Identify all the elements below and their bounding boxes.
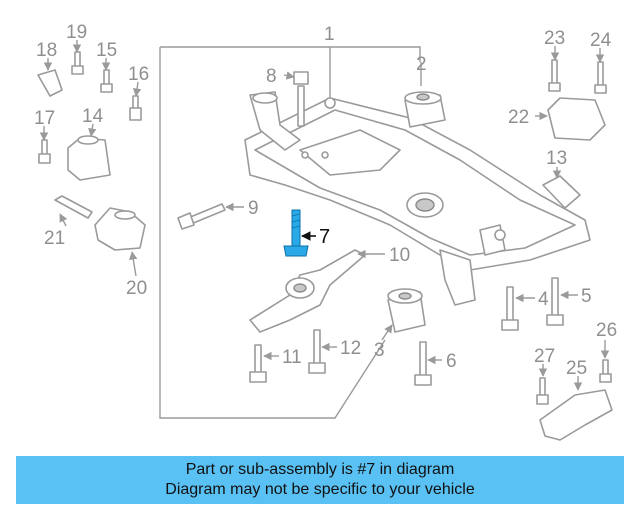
bolt-17[interactable]: [38, 139, 51, 164]
transmission-mount-20[interactable]: [94, 207, 146, 251]
vehicle-fit-banner: Part or sub-assembly is #7 in diagram Di…: [16, 456, 624, 504]
callout-19: 19: [66, 22, 87, 43]
callout-22: 22: [508, 107, 529, 128]
bracket-25[interactable]: [539, 389, 613, 441]
banner-line-part: Part or sub-assembly is #7 in diagram: [185, 461, 455, 478]
callout-23: 23: [544, 28, 565, 49]
callout-18: 18: [36, 40, 57, 61]
bolt-24[interactable]: [594, 61, 607, 94]
bushing-3[interactable]: [387, 288, 426, 333]
bolt-27[interactable]: [536, 377, 549, 405]
bolt-23[interactable]: [548, 59, 561, 92]
callout-10: 10: [389, 245, 410, 266]
subframe[interactable]: [244, 91, 591, 306]
engine-mount-14[interactable]: [67, 135, 111, 181]
callout-26: 26: [596, 320, 617, 341]
bolt-12[interactable]: [308, 329, 326, 374]
callout-3: 3: [374, 340, 385, 361]
callout-4: 4: [538, 289, 549, 310]
callout-5: 5: [581, 286, 592, 307]
callout-24: 24: [590, 30, 612, 51]
bolt-16[interactable]: [129, 95, 142, 121]
callout-9: 9: [248, 198, 259, 219]
banner-line-disclaimer: Diagram may not be specific to your vehi…: [165, 481, 475, 498]
bolt-21[interactable]: [54, 195, 93, 219]
bolt-26[interactable]: [599, 359, 612, 383]
bolt-7-highlighted[interactable]: [283, 209, 309, 257]
bolt-15[interactable]: [100, 69, 113, 93]
callout-12: 12: [340, 338, 361, 359]
assembly-bracket: [159, 46, 421, 419]
callout-20: 20: [126, 278, 147, 299]
bolt-11[interactable]: [249, 344, 267, 383]
callout-13: 13: [546, 148, 567, 169]
mount-bracket-18[interactable]: [37, 69, 63, 97]
parts-diagram: 1 2 3 4 5 6 7 8 9 10 11 12 13 14 15 16 1…: [34, 22, 617, 441]
callout-6: 6: [446, 351, 457, 372]
callout-14: 14: [82, 106, 104, 127]
bolt-4[interactable]: [501, 286, 519, 331]
callout-27: 27: [534, 346, 555, 367]
mount-22[interactable]: [547, 97, 606, 141]
callout-1: 1: [324, 24, 335, 45]
callout-11: 11: [282, 347, 302, 368]
engine-mount-bushing[interactable]: [404, 91, 446, 128]
leader-lines: [39, 40, 610, 391]
callout-8: 8: [266, 66, 277, 87]
bolt-5[interactable]: [546, 277, 564, 326]
bolt-6[interactable]: [414, 341, 432, 386]
heat-shield-13[interactable]: [542, 175, 581, 209]
callout-7: 7: [319, 226, 330, 248]
callout-16: 16: [128, 64, 149, 85]
callout-2: 2: [416, 54, 427, 75]
callout-17: 17: [34, 108, 55, 129]
bolt-19[interactable]: [71, 51, 84, 75]
bolt-9[interactable]: [177, 203, 226, 230]
callout-15: 15: [96, 40, 117, 61]
callout-21: 21: [44, 228, 65, 249]
torque-rod[interactable]: [249, 249, 366, 333]
callout-25: 25: [566, 358, 587, 379]
